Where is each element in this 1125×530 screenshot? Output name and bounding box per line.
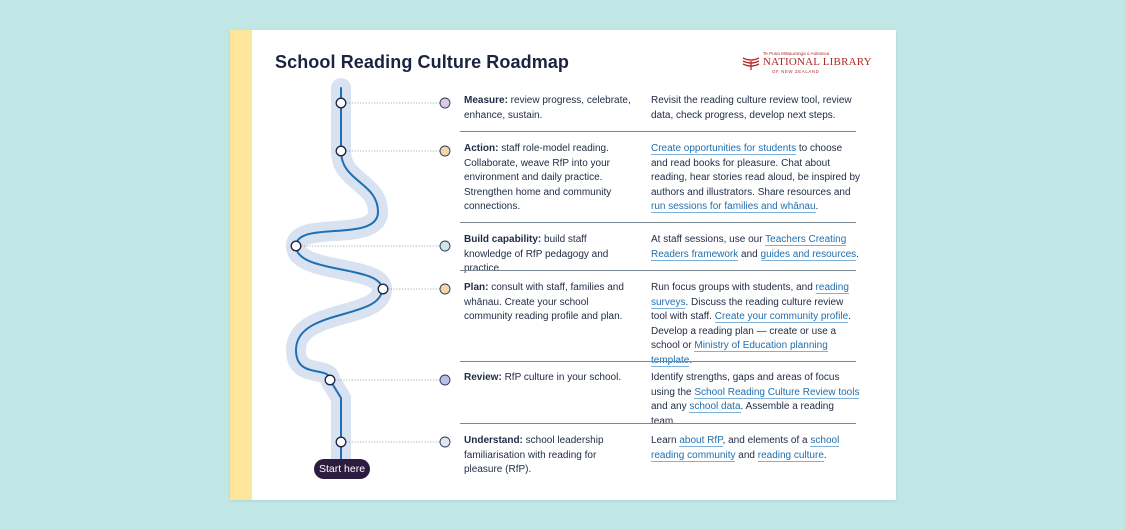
road-node [335,436,347,448]
stage-text: staff role-model reading. Collaborate, w… [464,143,612,212]
stage-description: Review: RfP culture in your school. [464,371,634,386]
stage-guidance: At staff sessions, use our Teachers Crea… [651,233,861,262]
logo-tagline: Te Puna Mātauranga o Aotearoa [763,51,830,56]
row-divider [460,131,856,132]
stage-label: Action: [464,143,499,154]
page-title: School Reading Culture Roadmap [275,52,570,72]
resource-link[interactable]: reading culture [757,449,824,462]
guidance-text: Revisit the reading culture review tool,… [651,95,852,121]
row-divider [460,222,856,223]
resource-link[interactable]: Ministry of Education planning template [651,340,828,367]
guidance-text: Run focus groups with students, and [651,282,816,293]
stage-label: Measure: [464,95,508,106]
stage-description: Understand: school leadership familiaris… [464,434,634,478]
guidance-text: and [738,248,761,260]
stage-guidance: Learn about RfP, and elements of a schoo… [651,434,861,463]
stage-label: Review: [464,372,502,383]
road-node [377,283,389,295]
stage-text: consult with staff, families and whānau.… [464,282,624,322]
start-here-button[interactable]: Start here [314,459,370,479]
stage-text: build staff knowledge of RfP pedagogy an… [464,234,609,274]
guidance-text: Identify strengths, gaps and areas of fo… [651,372,840,398]
stage-text: RfP culture in your school. [501,372,622,383]
stage-guidance: Identify strengths, gaps and areas of fo… [651,371,861,429]
stage-guidance: Create opportunities for students to cho… [651,142,861,215]
stage-marker-dot [439,145,451,157]
stage-label: Understand: [464,435,523,446]
stage-guidance: Revisit the reading culture review tool,… [651,94,861,123]
guidance-text: and [735,449,758,461]
logo-subtitle: OF NEW ZEALAND [772,69,820,74]
guidance-text: At staff sessions, use our [651,234,766,245]
guidance-text: and any [651,401,690,412]
stage-description: Measure: review progress, celebrate, enh… [464,94,634,123]
road-node [324,374,336,386]
road-node [290,240,302,252]
stage-description: Build capability: build staff knowledge … [464,233,634,277]
resource-link[interactable]: reading surveys [651,282,849,309]
stage-marker-dot [439,97,451,109]
stage-text: review progress, celebrate, enhance, sus… [464,95,631,121]
guidance-text: . [815,201,819,212]
guidance-text: . Develop a reading plan — create or use… [651,311,851,351]
resource-link[interactable]: run sessions for families and whānau [651,201,816,213]
stage-text: school leadership familiarisation with r… [464,435,604,475]
stage-marker-dot [439,436,451,448]
guidance-text: Learn [651,435,680,446]
row-divider [460,361,856,362]
stage-marker-dot [439,240,451,252]
guidance-text: , and elements of a [722,435,811,446]
stage-marker-dot [439,283,451,295]
road-line [295,87,383,466]
accent-strip [230,30,252,500]
resource-link[interactable]: about RfP [679,435,723,447]
stage-marker-dot [439,374,451,386]
stage-label: Build capability: [464,234,542,245]
road-node [335,97,347,109]
guidance-text: . Discuss the reading culture review too… [651,296,844,323]
resource-link[interactable]: Create opportunities for students [651,143,797,155]
library-logo-icon [742,57,760,70]
resource-link[interactable]: Create your community profile [714,311,849,323]
resource-link[interactable]: school data [689,401,741,413]
logo-name: NATIONAL LIBRARY [763,56,872,68]
guidance-text: to choose and read books for pleasure. C… [651,143,861,198]
stage-label: Plan: [464,282,489,293]
stage-description: Plan: consult with staff, families and w… [464,281,634,325]
road-node [335,145,347,157]
guidance-text: . [689,354,693,366]
guidance-text: . [856,248,859,260]
resource-link[interactable]: Teachers Creating Readers framework [651,234,847,261]
resource-link[interactable]: guides and resources [760,248,857,261]
guidance-text: . Assemble a reading team. [651,401,834,427]
stage-description: Action: staff role-model reading. Collab… [464,142,634,215]
resource-link[interactable]: School Reading Culture Review tools [694,386,860,399]
resource-link[interactable]: school reading community [651,435,840,462]
stage-guidance: Run focus groups with students, and read… [651,281,861,368]
row-divider [460,423,856,424]
guidance-text: . [823,449,827,461]
roadmap-path [286,78,451,475]
row-divider [460,270,856,271]
national-library-logo[interactable]: Te Puna Mātauranga o Aotearoa NATIONAL L… [742,51,872,75]
roadmap-card: School Reading Culture Roadmap Te Puna M… [230,30,896,500]
